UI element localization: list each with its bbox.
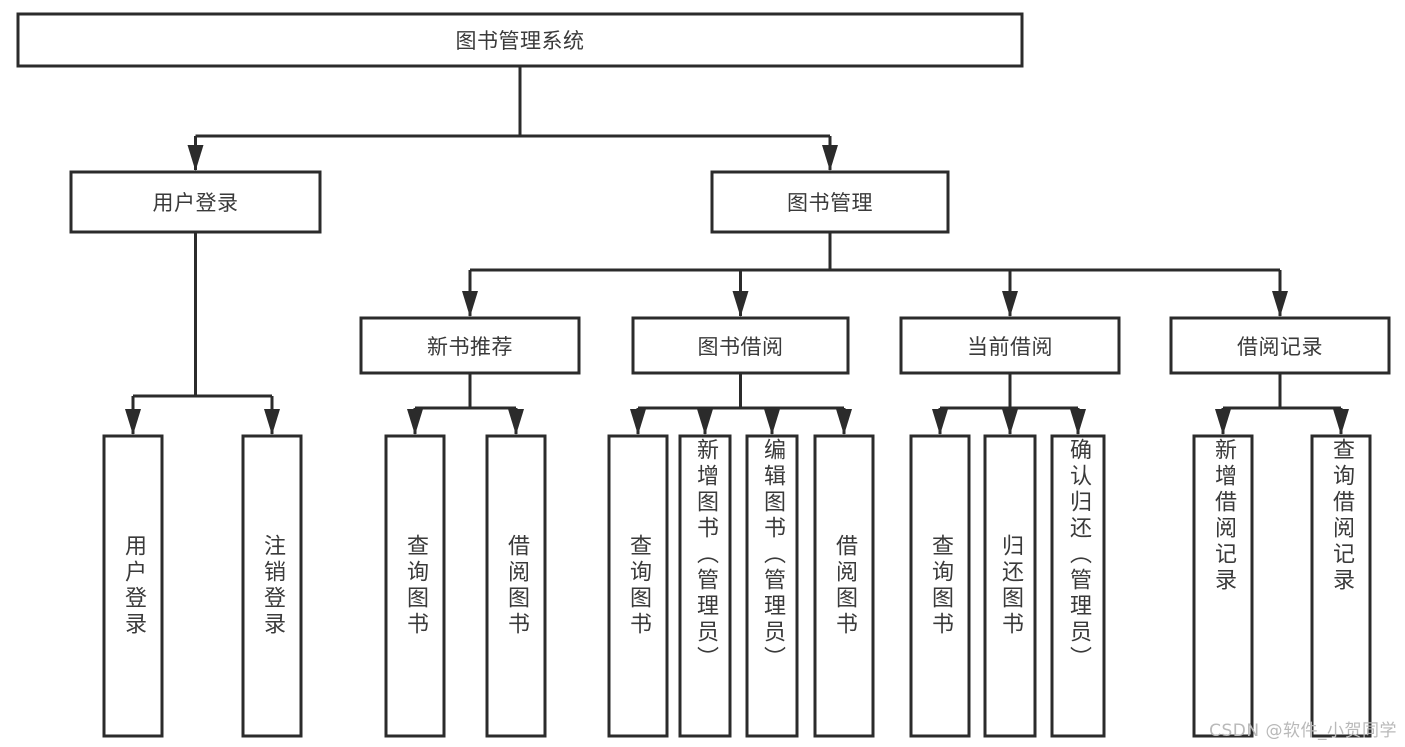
node-box-leaf-query-record[interactable] — [1310, 434, 1372, 738]
node-box-leaf-confirm-return[interactable] — [1050, 434, 1106, 738]
connector-arrowhead — [1002, 409, 1018, 435]
connector-arrowhead — [1333, 409, 1349, 435]
node-box-leaf-edit-book[interactable] — [745, 434, 799, 738]
node-box-leaf-user-login[interactable] — [102, 434, 164, 738]
connector-arrowhead — [1215, 409, 1231, 435]
connector-arrowhead — [462, 291, 478, 317]
node-box-new-book-rec[interactable] — [359, 316, 581, 375]
connector-arrowhead — [732, 291, 749, 317]
node-box-borrow-record[interactable] — [1169, 316, 1391, 375]
node-box-current-borrow[interactable] — [899, 316, 1121, 375]
connector-arrowhead — [264, 409, 280, 435]
connector-arrowhead — [407, 409, 423, 435]
connector-arrowhead — [932, 409, 948, 435]
connector-arrowhead — [187, 145, 204, 171]
node-box-leaf-query-book-2[interactable] — [607, 434, 669, 738]
node-box-leaf-query-book-3[interactable] — [909, 434, 971, 738]
node-box-root[interactable] — [16, 12, 1024, 68]
connector-arrowhead — [764, 409, 780, 435]
node-box-leaf-borrow-book-1[interactable] — [485, 434, 547, 738]
node-box-leaf-return-book[interactable] — [983, 434, 1037, 738]
node-box-book-manage[interactable] — [710, 170, 950, 234]
node-box-user-login[interactable] — [69, 170, 322, 234]
connector-arrowhead — [125, 409, 141, 435]
node-box-leaf-borrow-book-2[interactable] — [813, 434, 875, 738]
connector-arrowhead — [836, 409, 852, 435]
connector-arrowhead — [1272, 291, 1288, 317]
node-box-leaf-logout[interactable] — [241, 434, 303, 738]
connector-arrowhead — [630, 409, 646, 435]
connector-arrowhead — [1070, 409, 1086, 435]
connector-arrowhead — [822, 145, 838, 171]
connector-arrowhead — [697, 409, 713, 435]
node-box-leaf-add-record[interactable] — [1192, 434, 1254, 738]
node-box-book-borrow[interactable] — [631, 316, 850, 375]
connector-arrowhead — [1002, 291, 1018, 317]
watermark-text: CSDN @软件_小贺同学 — [1209, 721, 1397, 741]
node-box-leaf-query-book-1[interactable] — [384, 434, 446, 738]
connector-arrowhead — [508, 409, 524, 435]
node-box-leaf-add-book[interactable] — [678, 434, 732, 738]
